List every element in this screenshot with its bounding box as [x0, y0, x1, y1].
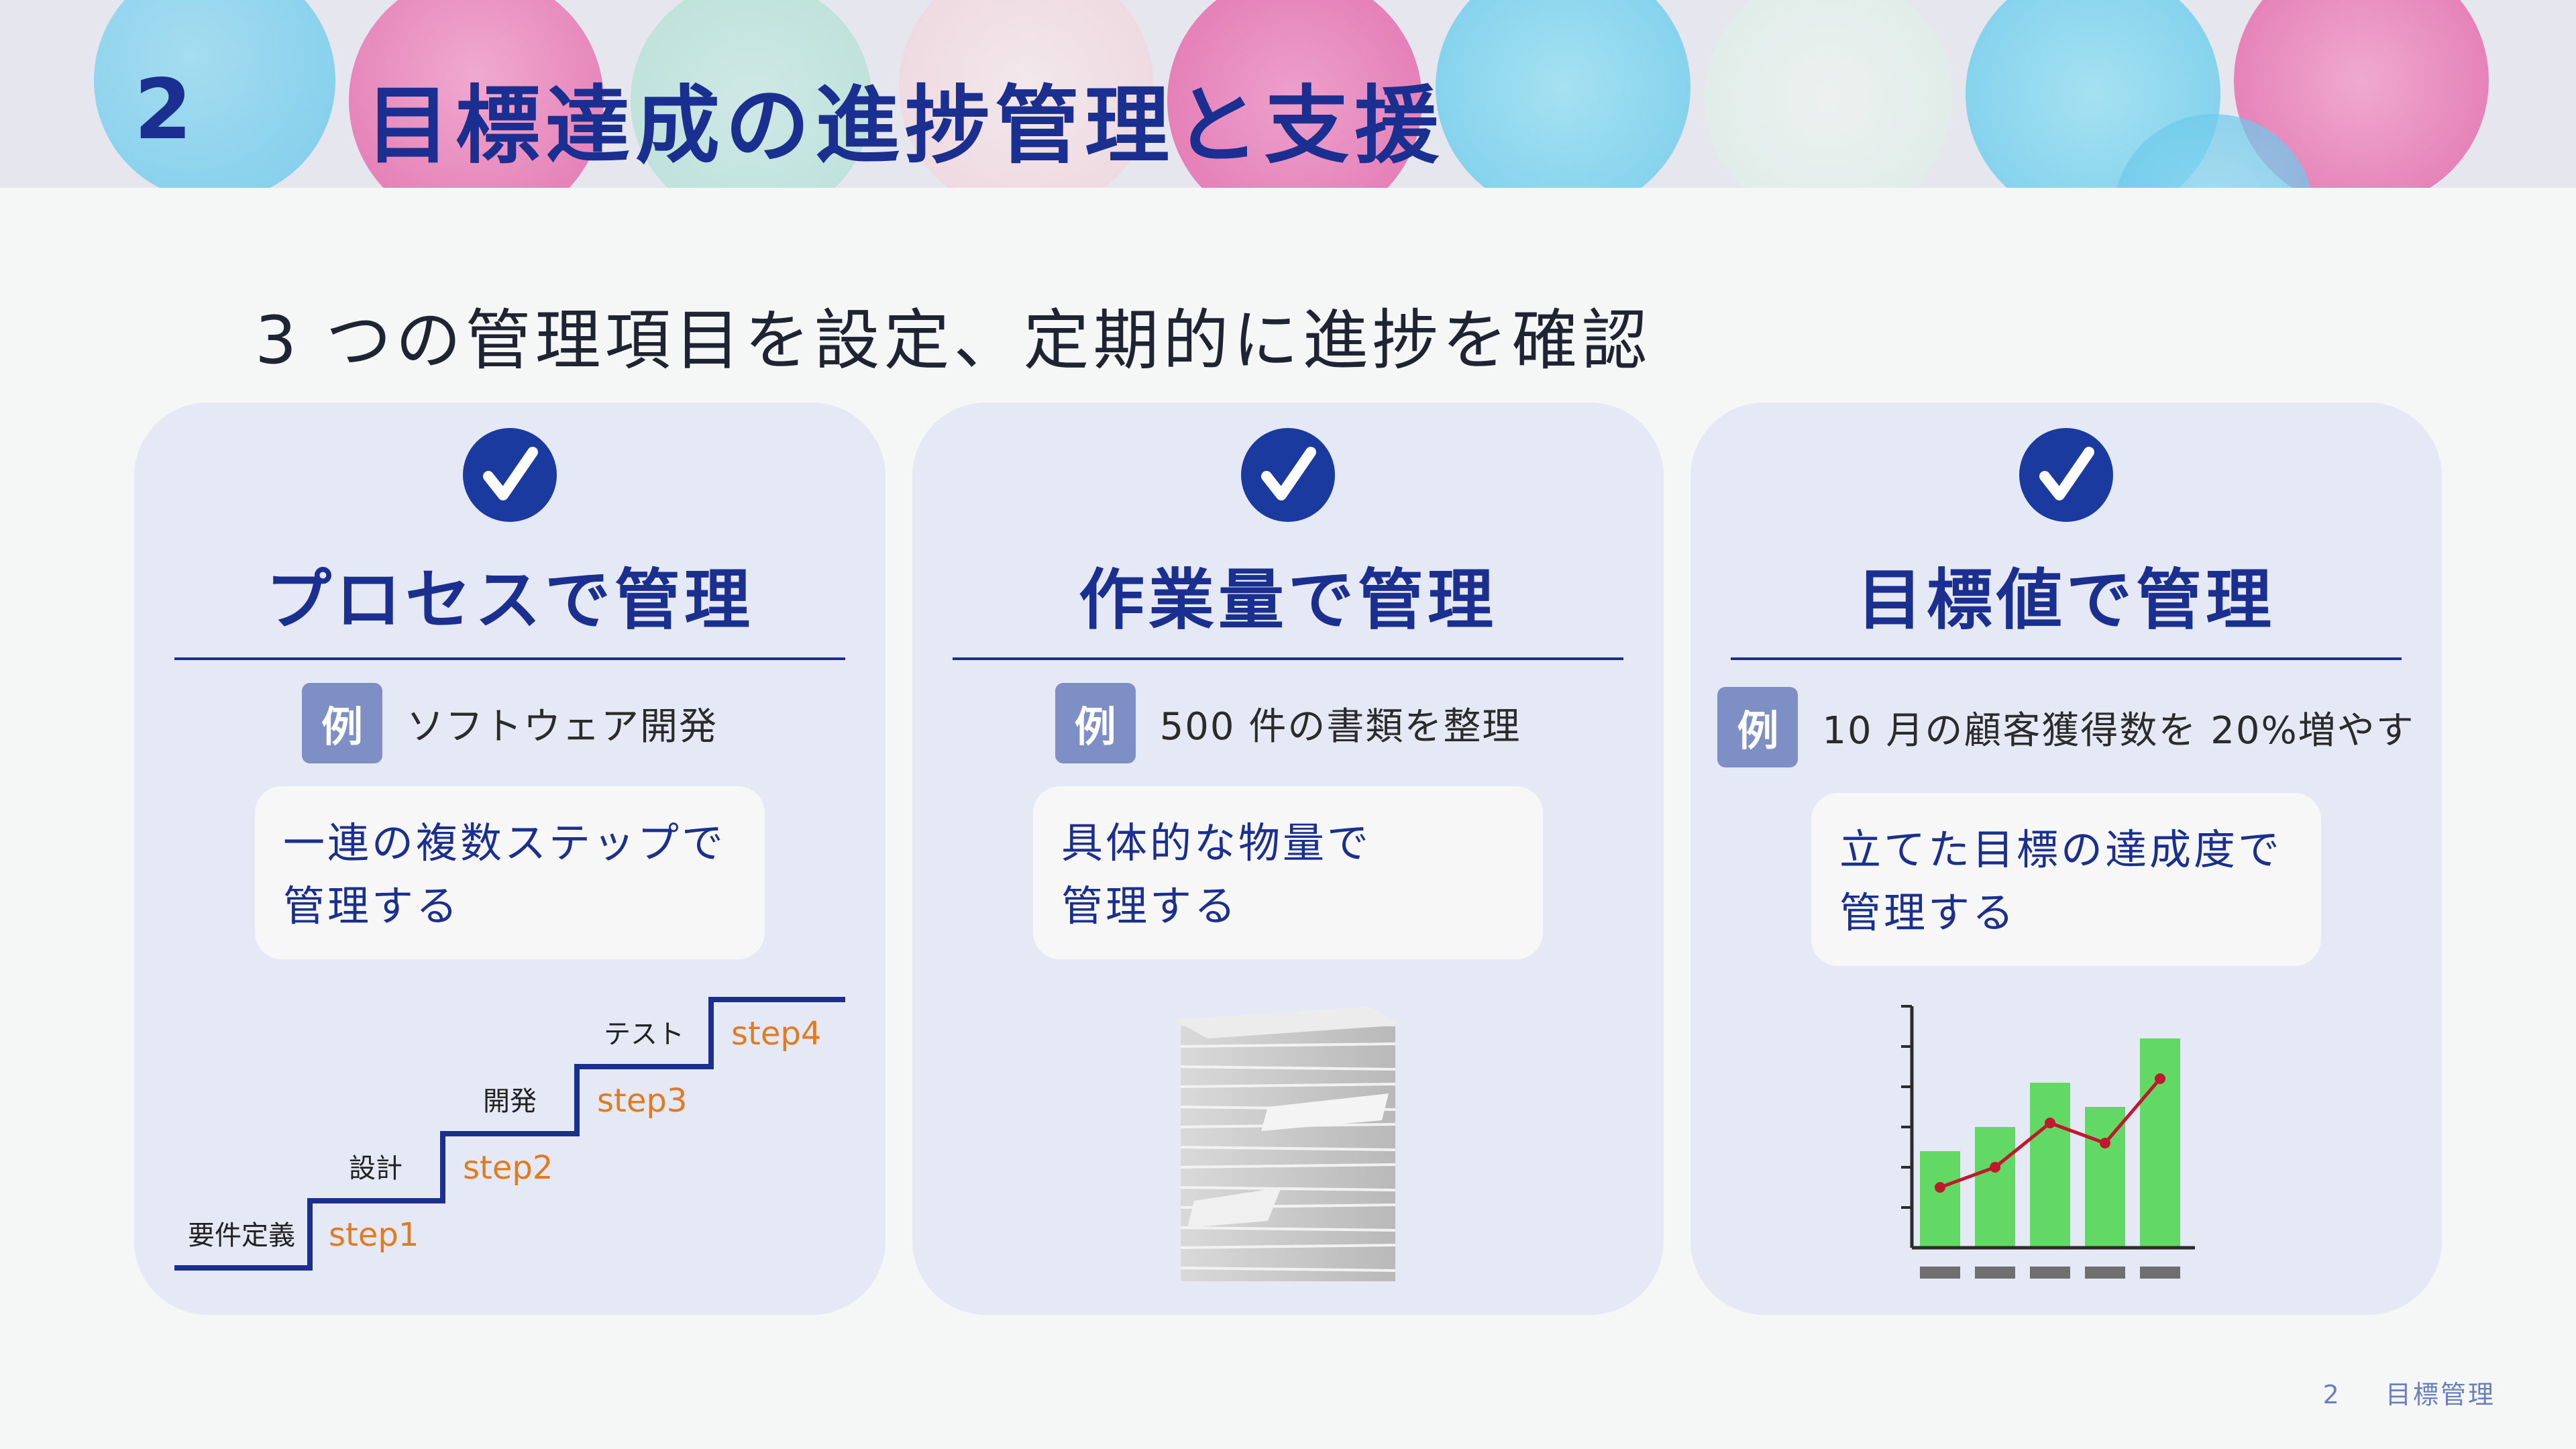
example-row: 例 10 月の顧客獲得数を 20%増やす — [1690, 687, 2442, 767]
description-box: 具体的な物量で 管理する — [1033, 786, 1543, 959]
divider — [174, 657, 845, 660]
staircase-line — [174, 997, 845, 1271]
example-badge: 例 — [1717, 687, 1799, 767]
example-badge: 例 — [302, 683, 382, 763]
description-box: 立てた目標の達成度で 管理する — [1811, 793, 2321, 966]
decor-bubble — [94, 0, 335, 188]
checkmark-icon — [2019, 428, 2113, 522]
bar — [1975, 1127, 2015, 1248]
footer-label: 目標管理 — [2385, 1380, 2496, 1409]
example-row: 例 ソフトウェア開発 — [134, 683, 885, 763]
bar — [1920, 1151, 1960, 1248]
trend-point — [2045, 1118, 2055, 1128]
x-tick-label-placeholder — [2030, 1267, 2070, 1279]
goal-chart — [1901, 1005, 2195, 1279]
example-text: ソフトウェア開発 — [407, 704, 718, 749]
card-title: 目標値で管理 — [1856, 562, 2275, 639]
bar — [2030, 1083, 2070, 1248]
x-tick-label-placeholder — [1975, 1267, 2015, 1279]
description-line: 管理する — [283, 881, 461, 930]
example-row: 例 500 件の書類を整理 — [912, 683, 1664, 763]
card-title: 作業量で管理 — [1078, 562, 1497, 639]
trend-point — [2155, 1073, 2165, 1084]
divider — [953, 657, 1623, 660]
card-target: 目標値で管理 例 10 月の顧客獲得数を 20%増やす 立てた目標の達成度で 管… — [1690, 402, 2442, 1315]
x-tick-label-placeholder — [2140, 1267, 2180, 1279]
decor-bubble — [1167, 0, 1422, 188]
description-line: 具体的な物量で — [1061, 818, 1372, 867]
paper-stack-image — [1174, 1006, 1402, 1281]
step-name: step1 — [329, 1216, 419, 1254]
staircase-diagram: 要件定義 step1 設計 step2 開発 step3 テスト step4 — [174, 997, 845, 1271]
example-text: 500 件の書類を整理 — [1159, 704, 1521, 749]
card-process: プロセスで管理 例 ソフトウェア開発 一連の複数ステップで 管理する 要件定義 … — [134, 402, 885, 1315]
trend-point — [1990, 1162, 2000, 1173]
step-label: 要件定義 — [188, 1220, 295, 1251]
divider — [1731, 657, 2402, 660]
bar — [2085, 1107, 2125, 1248]
example-text: 10 月の顧客獲得数を 20%増やす — [1822, 708, 2415, 753]
card-title: プロセスで管理 — [265, 562, 754, 639]
step-label: テスト — [604, 1019, 684, 1050]
decor-bubble — [349, 0, 604, 188]
step-label: 設計 — [349, 1153, 402, 1184]
decor-bubble — [1704, 0, 1952, 188]
description-line: 管理する — [1061, 881, 1239, 930]
step-name: step4 — [731, 1015, 821, 1053]
step-name: step2 — [463, 1149, 553, 1187]
description-line: 管理する — [1839, 888, 2017, 937]
description-line: 立てた目標の達成度で — [1839, 825, 2283, 874]
card-workload: 作業量で管理 例 500 件の書類を整理 具体的な物量で 管理する — [912, 402, 1664, 1315]
example-badge: 例 — [1055, 683, 1136, 763]
header-banner: 2 目標達成の進捗管理と支援 — [0, 0, 2576, 188]
page-title: 目標達成の進捗管理と支援 — [366, 76, 1444, 175]
decor-bubble — [899, 0, 1154, 188]
checkmark-icon — [1241, 428, 1335, 522]
x-tick-label-placeholder — [1920, 1267, 1960, 1279]
description-line: 一連の複数ステップで — [283, 818, 727, 867]
checkmark-icon — [463, 428, 557, 522]
decor-bubble — [1436, 0, 1690, 188]
decor-bubble — [631, 0, 872, 188]
trend-point — [2100, 1138, 2110, 1148]
footer: 2 目標管理 — [2323, 1374, 2496, 1411]
footer-page-number: 2 — [2322, 1380, 2341, 1409]
trend-point — [1935, 1182, 1945, 1193]
step-name: step3 — [597, 1082, 687, 1120]
page-subtitle: 3 つの管理項目を設定、定期的に進捗を確認 — [255, 303, 1652, 379]
step-label: 開発 — [483, 1086, 537, 1117]
x-tick-label-placeholder — [2085, 1267, 2125, 1279]
section-number: 2 — [134, 62, 193, 158]
description-box: 一連の複数ステップで 管理する — [255, 786, 765, 959]
bar — [2140, 1038, 2180, 1248]
